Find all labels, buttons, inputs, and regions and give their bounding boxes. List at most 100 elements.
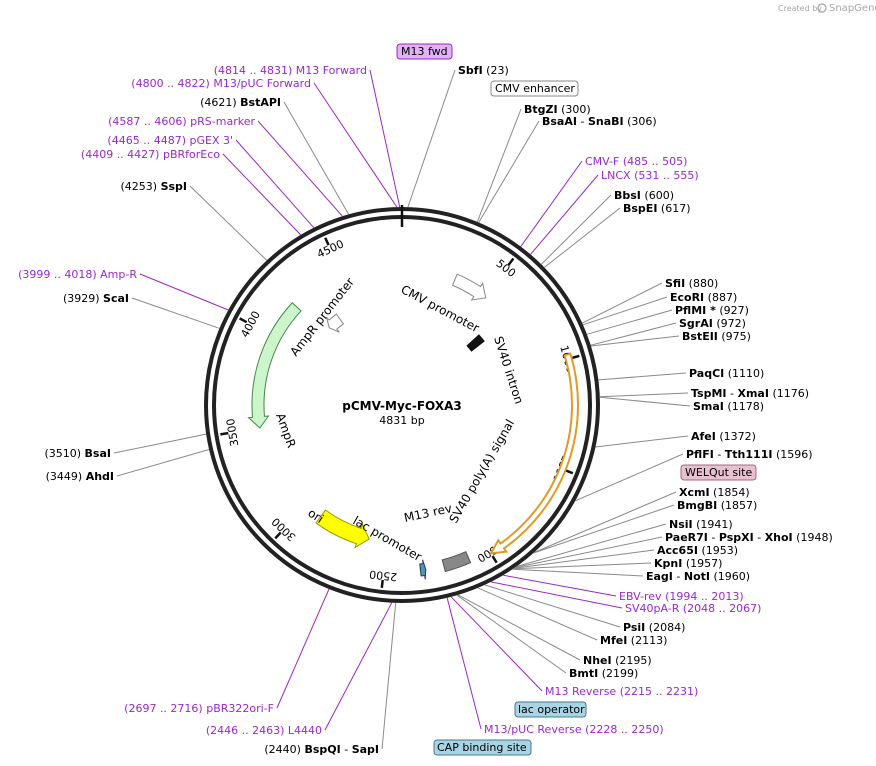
feature-ampr-promoter[interactable]: [325, 313, 345, 333]
tick-4000: [239, 317, 248, 324]
feature-ampr[interactable]: [247, 302, 302, 429]
primer-label-4418[interactable]: (4409 .. 4427) pBRforEco: [81, 148, 220, 161]
tick-label-4000: 4000: [238, 309, 263, 340]
enzyme-label-3510[interactable]: (3510) BsaI: [44, 447, 111, 460]
features: [247, 273, 579, 580]
leader-972: [590, 322, 677, 346]
enzyme-label-1953[interactable]: Acc65I (1953): [657, 544, 738, 557]
enzyme-label-1110[interactable]: PaqCI (1110): [689, 367, 764, 380]
enzyme-label-617[interactable]: BspEI (617): [623, 202, 691, 215]
leader-4418: [222, 153, 302, 236]
enzyme-label-3929[interactable]: (3929) ScaI: [63, 292, 129, 305]
enzyme-label-1941[interactable]: NsiI (1941): [669, 518, 733, 531]
leader-2003: [503, 574, 617, 597]
inner-label-m13-rev: M13 rev: [403, 501, 453, 525]
leader-887: [582, 296, 668, 326]
svg-text:WELQut site: WELQut site: [685, 466, 752, 479]
primer-label-4811[interactable]: (4800 .. 4822) M13/pUC Forward: [131, 77, 311, 90]
leader-2440: [381, 602, 397, 750]
svg-text:lac operator: lac operator: [518, 703, 585, 716]
enzyme-label-306[interactable]: BsaAI - SnaBI (306): [542, 115, 657, 128]
enzyme-label-2440[interactable]: (2440) BspQI - SapI: [264, 743, 379, 756]
primer-label-4596[interactable]: (4587 .. 4606) pRS-marker: [108, 115, 255, 128]
enzyme-label-880[interactable]: SfiI (880): [665, 277, 718, 290]
leader-306: [478, 120, 540, 223]
leader-2239: [446, 597, 482, 730]
enzyme-label-1176[interactable]: TspMI - XmaI (1176): [691, 387, 809, 400]
enzyme-label-1596[interactable]: PflFI - Tth111I (1596): [686, 448, 813, 461]
leader-4253: [189, 185, 268, 261]
primer-label-2455[interactable]: (2446 .. 2463) L4440: [206, 724, 322, 737]
tick-3500: [220, 431, 229, 436]
enzyme-label-23[interactable]: SbfI (23): [458, 64, 509, 77]
leader-1110: [598, 372, 687, 381]
primer-label-4476[interactable]: (4465 .. 4487) pGEX 3': [107, 134, 233, 147]
enzyme-label-1960[interactable]: EagI - NotI (1960): [646, 570, 750, 583]
primer-label-2057[interactable]: SV40pA-R (2048 .. 2067): [625, 602, 761, 615]
leader-1178: [599, 396, 691, 407]
enzyme-label-1948[interactable]: PaeR7I - PspXI - XhoI (1948): [665, 531, 833, 544]
feature-sv40-intron[interactable]: [466, 334, 485, 352]
primer-label-2239[interactable]: M13/pUC Reverse (2228 .. 2250): [484, 723, 664, 736]
leader-4008: [139, 273, 229, 311]
enzyme-label-600[interactable]: BbsI (600): [614, 189, 674, 202]
primer-label-4008[interactable]: (3999 .. 4018) Amp-R: [18, 268, 137, 281]
boxed-label-m13-fwd: M13 fwd: [396, 43, 453, 60]
primer-label-2223[interactable]: M13 Reverse (2215 .. 2231): [545, 685, 698, 698]
leader-617: [544, 207, 621, 268]
primer-label-2706[interactable]: (2697 .. 2716) pBR322ori-F: [124, 702, 274, 715]
enzyme-label-2084[interactable]: PsiI (2084): [623, 621, 685, 634]
enzyme-label-972[interactable]: SgrAI (972): [679, 317, 746, 330]
boxed-label-cap-binding-site: CAP binding site: [433, 739, 532, 756]
boxed-label-welqut-site: WELQut site: [680, 464, 757, 481]
tick-500: [507, 257, 515, 266]
feature-sv40-poly-a-signal[interactable]: [441, 551, 472, 573]
leader-1957: [513, 562, 652, 570]
leader-3510: [113, 433, 207, 454]
svg-text:CAP binding site: CAP binding site: [437, 741, 527, 754]
feature-foxa3[interactable]: [489, 352, 579, 555]
enzyme-label-1372[interactable]: AfeI (1372): [691, 430, 756, 443]
tick-label-2500: 2500: [369, 567, 398, 583]
feature-lac-promoter[interactable]: [419, 559, 427, 580]
enzyme-label-927[interactable]: PflMI * (927): [675, 304, 749, 317]
enzyme-label-3449[interactable]: (3449) AhdI: [46, 470, 114, 483]
primer-label-4822[interactable]: (4814 .. 4831) M13 Forward: [214, 64, 367, 77]
leader-2199: [456, 594, 567, 674]
label-leaders: [113, 69, 691, 750]
feature-ori[interactable]: [315, 509, 370, 549]
enzyme-label-2199[interactable]: BmtI (2199): [569, 667, 638, 680]
leader-1596: [575, 453, 684, 502]
primer-label-495[interactable]: CMV-F (485 .. 505): [585, 155, 687, 168]
primer-label-543[interactable]: LNCX (531 .. 555): [601, 169, 699, 182]
enzyme-label-1854[interactable]: XcmI (1854): [679, 486, 750, 499]
tick-label-500: 500: [494, 257, 519, 280]
enzyme-label-887[interactable]: EcoRI (887): [670, 291, 737, 304]
leader-1948: [514, 536, 663, 568]
primer-label-2003[interactable]: EBV-rev (1994 .. 2013): [619, 590, 744, 603]
enzyme-label-1957[interactable]: KpnI (1957): [654, 557, 722, 570]
feature-cmv-promoter[interactable]: [451, 273, 487, 301]
enzyme-label-975[interactable]: BstEII (975): [682, 330, 751, 343]
enzyme-label-1178[interactable]: SmaI (1178): [693, 400, 764, 413]
enzyme-label-4621[interactable]: (4621) BstAPI: [200, 96, 281, 109]
inner-label-ampr: AmpR: [273, 411, 298, 449]
leader-1960: [512, 568, 644, 577]
tick-label-3500: 3500: [224, 418, 241, 448]
plasmid-name: pCMV-Myc-FOXA3: [342, 399, 461, 413]
leader-1941: [516, 523, 667, 567]
boxed-label-lac-operator: lac operator: [514, 701, 587, 718]
enzyme-label-2113[interactable]: MfeI (2113): [600, 634, 667, 647]
leader-4811: [313, 82, 398, 208]
enzyme-label-2195[interactable]: NheI (2195): [583, 654, 652, 667]
watermark-brand: SnapGene: [829, 3, 876, 14]
leader-2113: [477, 587, 598, 641]
leader-300: [476, 108, 522, 223]
svg-text:M13 fwd: M13 fwd: [401, 45, 448, 58]
enzyme-label-4253[interactable]: (4253) SspI: [120, 180, 187, 193]
enzyme-label-1857[interactable]: BmgBI (1857): [677, 499, 757, 512]
enzyme-label-300[interactable]: BtgZI (300): [524, 103, 591, 116]
leader-600: [540, 194, 612, 265]
tick-label-3000: 3000: [269, 515, 298, 544]
